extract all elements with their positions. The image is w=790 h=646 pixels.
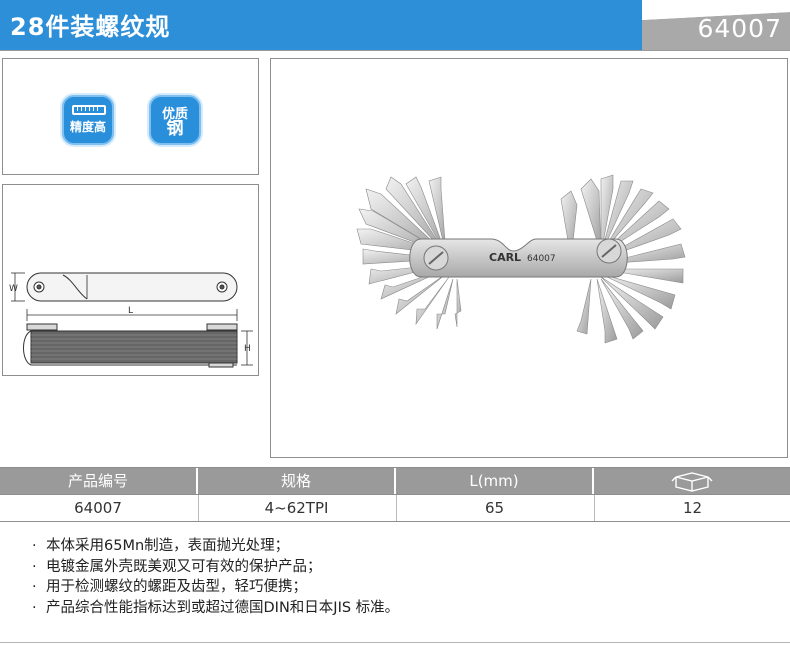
product-title: 28件装螺纹规 — [10, 13, 171, 41]
package-icon — [671, 472, 713, 492]
steel-badge-bottom: 钢 — [166, 119, 184, 139]
cell-package-qty: 12 — [594, 495, 790, 521]
cell-product-code: 64007 — [0, 495, 196, 521]
header-spec: 规格 — [198, 468, 394, 494]
w-label: W — [9, 284, 18, 294]
product-code-box: 64007 — [642, 0, 790, 50]
dimension-drawing-panel: W L — [2, 184, 259, 376]
precision-badge-label: 精度高 — [69, 120, 106, 134]
feature-item: ·本体采用65Mn制造，表面抛光处理； — [32, 538, 290, 554]
right-blade-fan — [560, 174, 686, 344]
cell-spec: 4~62TPI — [198, 495, 394, 521]
precision-badge: 精度高 — [62, 95, 114, 145]
code-box-shape — [642, 12, 790, 50]
product-photo: CARL 64007 — [356, 174, 686, 344]
feature-item: ·电镀金属外壳既美观又可有效的保护产品； — [32, 558, 322, 575]
top-view — [26, 272, 238, 302]
h-dimension — [241, 330, 253, 366]
product-code: 64007 — [697, 14, 782, 43]
table-bottom-line — [0, 521, 790, 522]
gauge-top-body — [26, 272, 238, 302]
side-view — [23, 323, 238, 368]
l-label: L — [128, 306, 133, 316]
h-label: H — [244, 344, 251, 354]
ruler-icon — [72, 105, 106, 115]
feature-item: ·用于检测螺纹的螺距及齿型，轻巧便携； — [32, 579, 307, 595]
dimension-drawing: W L — [9, 272, 253, 368]
product-photo-panel: CARL 64007 — [270, 58, 788, 458]
w-dimension — [11, 272, 25, 302]
feature-badges-panel: 精度高 优质 钢 — [2, 58, 259, 175]
bottom-divider — [0, 642, 790, 643]
brand-label: CARL — [489, 251, 521, 264]
cell-length: 65 — [396, 495, 592, 521]
header-package — [594, 468, 790, 494]
header-length: L(mm) — [396, 468, 592, 494]
steel-badge-top: 优质 — [161, 107, 188, 122]
model-label: 64007 — [527, 254, 556, 264]
steel-badge: 优质 钢 — [149, 95, 201, 145]
l-dimension — [26, 309, 238, 321]
feature-item: ·产品综合性能指标达到或超过德国DIN和日本JIS 标准。 — [32, 599, 400, 616]
table-top-line — [0, 467, 790, 468]
header-bar: 28件装螺纹规 — [0, 0, 642, 50]
feature-list: ·本体采用65Mn制造，表面抛光处理； ·电镀金属外壳既美观又可有效的保护产品；… — [32, 536, 772, 618]
table-header-line — [0, 494, 790, 495]
gauge-body: CARL 64007 — [409, 238, 628, 278]
header-divider — [0, 50, 790, 51]
header-product-code: 产品编号 — [0, 468, 196, 494]
